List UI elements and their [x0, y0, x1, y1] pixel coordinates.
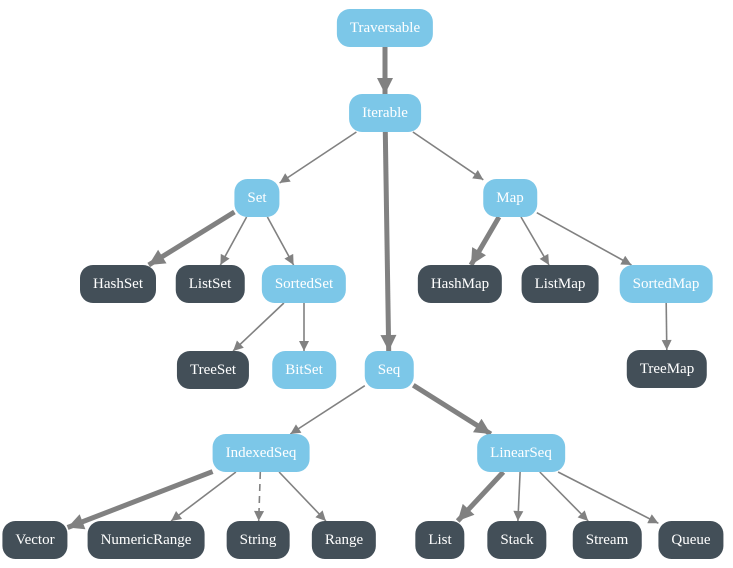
node-stack: Stack — [487, 521, 547, 559]
node-iterable: Iterable — [349, 94, 421, 132]
edge-iterable-map — [412, 131, 484, 181]
edge-indexedseq-string — [254, 471, 265, 522]
node-queue: Queue — [658, 521, 724, 559]
node-hashmap: HashMap — [417, 265, 503, 303]
node-bitset: BitSet — [272, 351, 336, 389]
edge-sortedset-treeset — [232, 302, 285, 352]
node-numericrange: NumericRange — [87, 521, 205, 559]
node-listmap: ListMap — [521, 265, 599, 303]
edge-seq-indexedseq — [289, 385, 366, 435]
node-treeset: TreeSet — [176, 351, 250, 389]
node-seq: Seq — [364, 351, 414, 389]
edge-indexedseq-vector — [66, 469, 214, 530]
edge-linearseq-queue — [557, 471, 659, 525]
edge-map-hashmap — [468, 215, 502, 267]
node-vector: Vector — [2, 521, 68, 559]
edge-set-listset — [219, 216, 248, 266]
node-linearseq: LinearSeq — [477, 434, 565, 472]
edge-indexedseq-range — [278, 471, 327, 522]
node-map: Map — [483, 179, 537, 217]
node-hashset: HashSet — [80, 265, 156, 303]
edge-map-sortedmap — [536, 211, 632, 266]
edge-iterable-set — [279, 131, 357, 184]
node-indexedseq: IndexedSeq — [212, 434, 310, 472]
edge-seq-linearseq — [411, 383, 493, 437]
node-sortedmap: SortedMap — [619, 265, 713, 303]
node-list: List — [415, 521, 465, 559]
node-treemap: TreeMap — [626, 350, 708, 388]
node-traversable: Traversable — [336, 9, 434, 47]
edge-map-listmap — [520, 216, 550, 266]
edge-linearseq-list — [455, 470, 506, 523]
node-range: Range — [311, 521, 377, 559]
node-stream: Stream — [572, 521, 642, 559]
edge-linearseq-stream — [539, 471, 589, 522]
node-set: Set — [234, 179, 280, 217]
node-string: String — [226, 521, 290, 559]
edge-linearseq-stack — [513, 471, 524, 522]
node-listset: ListSet — [175, 265, 245, 303]
edge-set-sortedset — [266, 216, 295, 266]
edge-sortedmap-treemap — [661, 302, 672, 351]
node-sortedset: SortedSet — [261, 265, 347, 303]
edge-indexedseq-numericrange — [170, 471, 237, 522]
edge-set-hashset — [147, 209, 236, 268]
edge-iterable-seq — [380, 131, 397, 352]
